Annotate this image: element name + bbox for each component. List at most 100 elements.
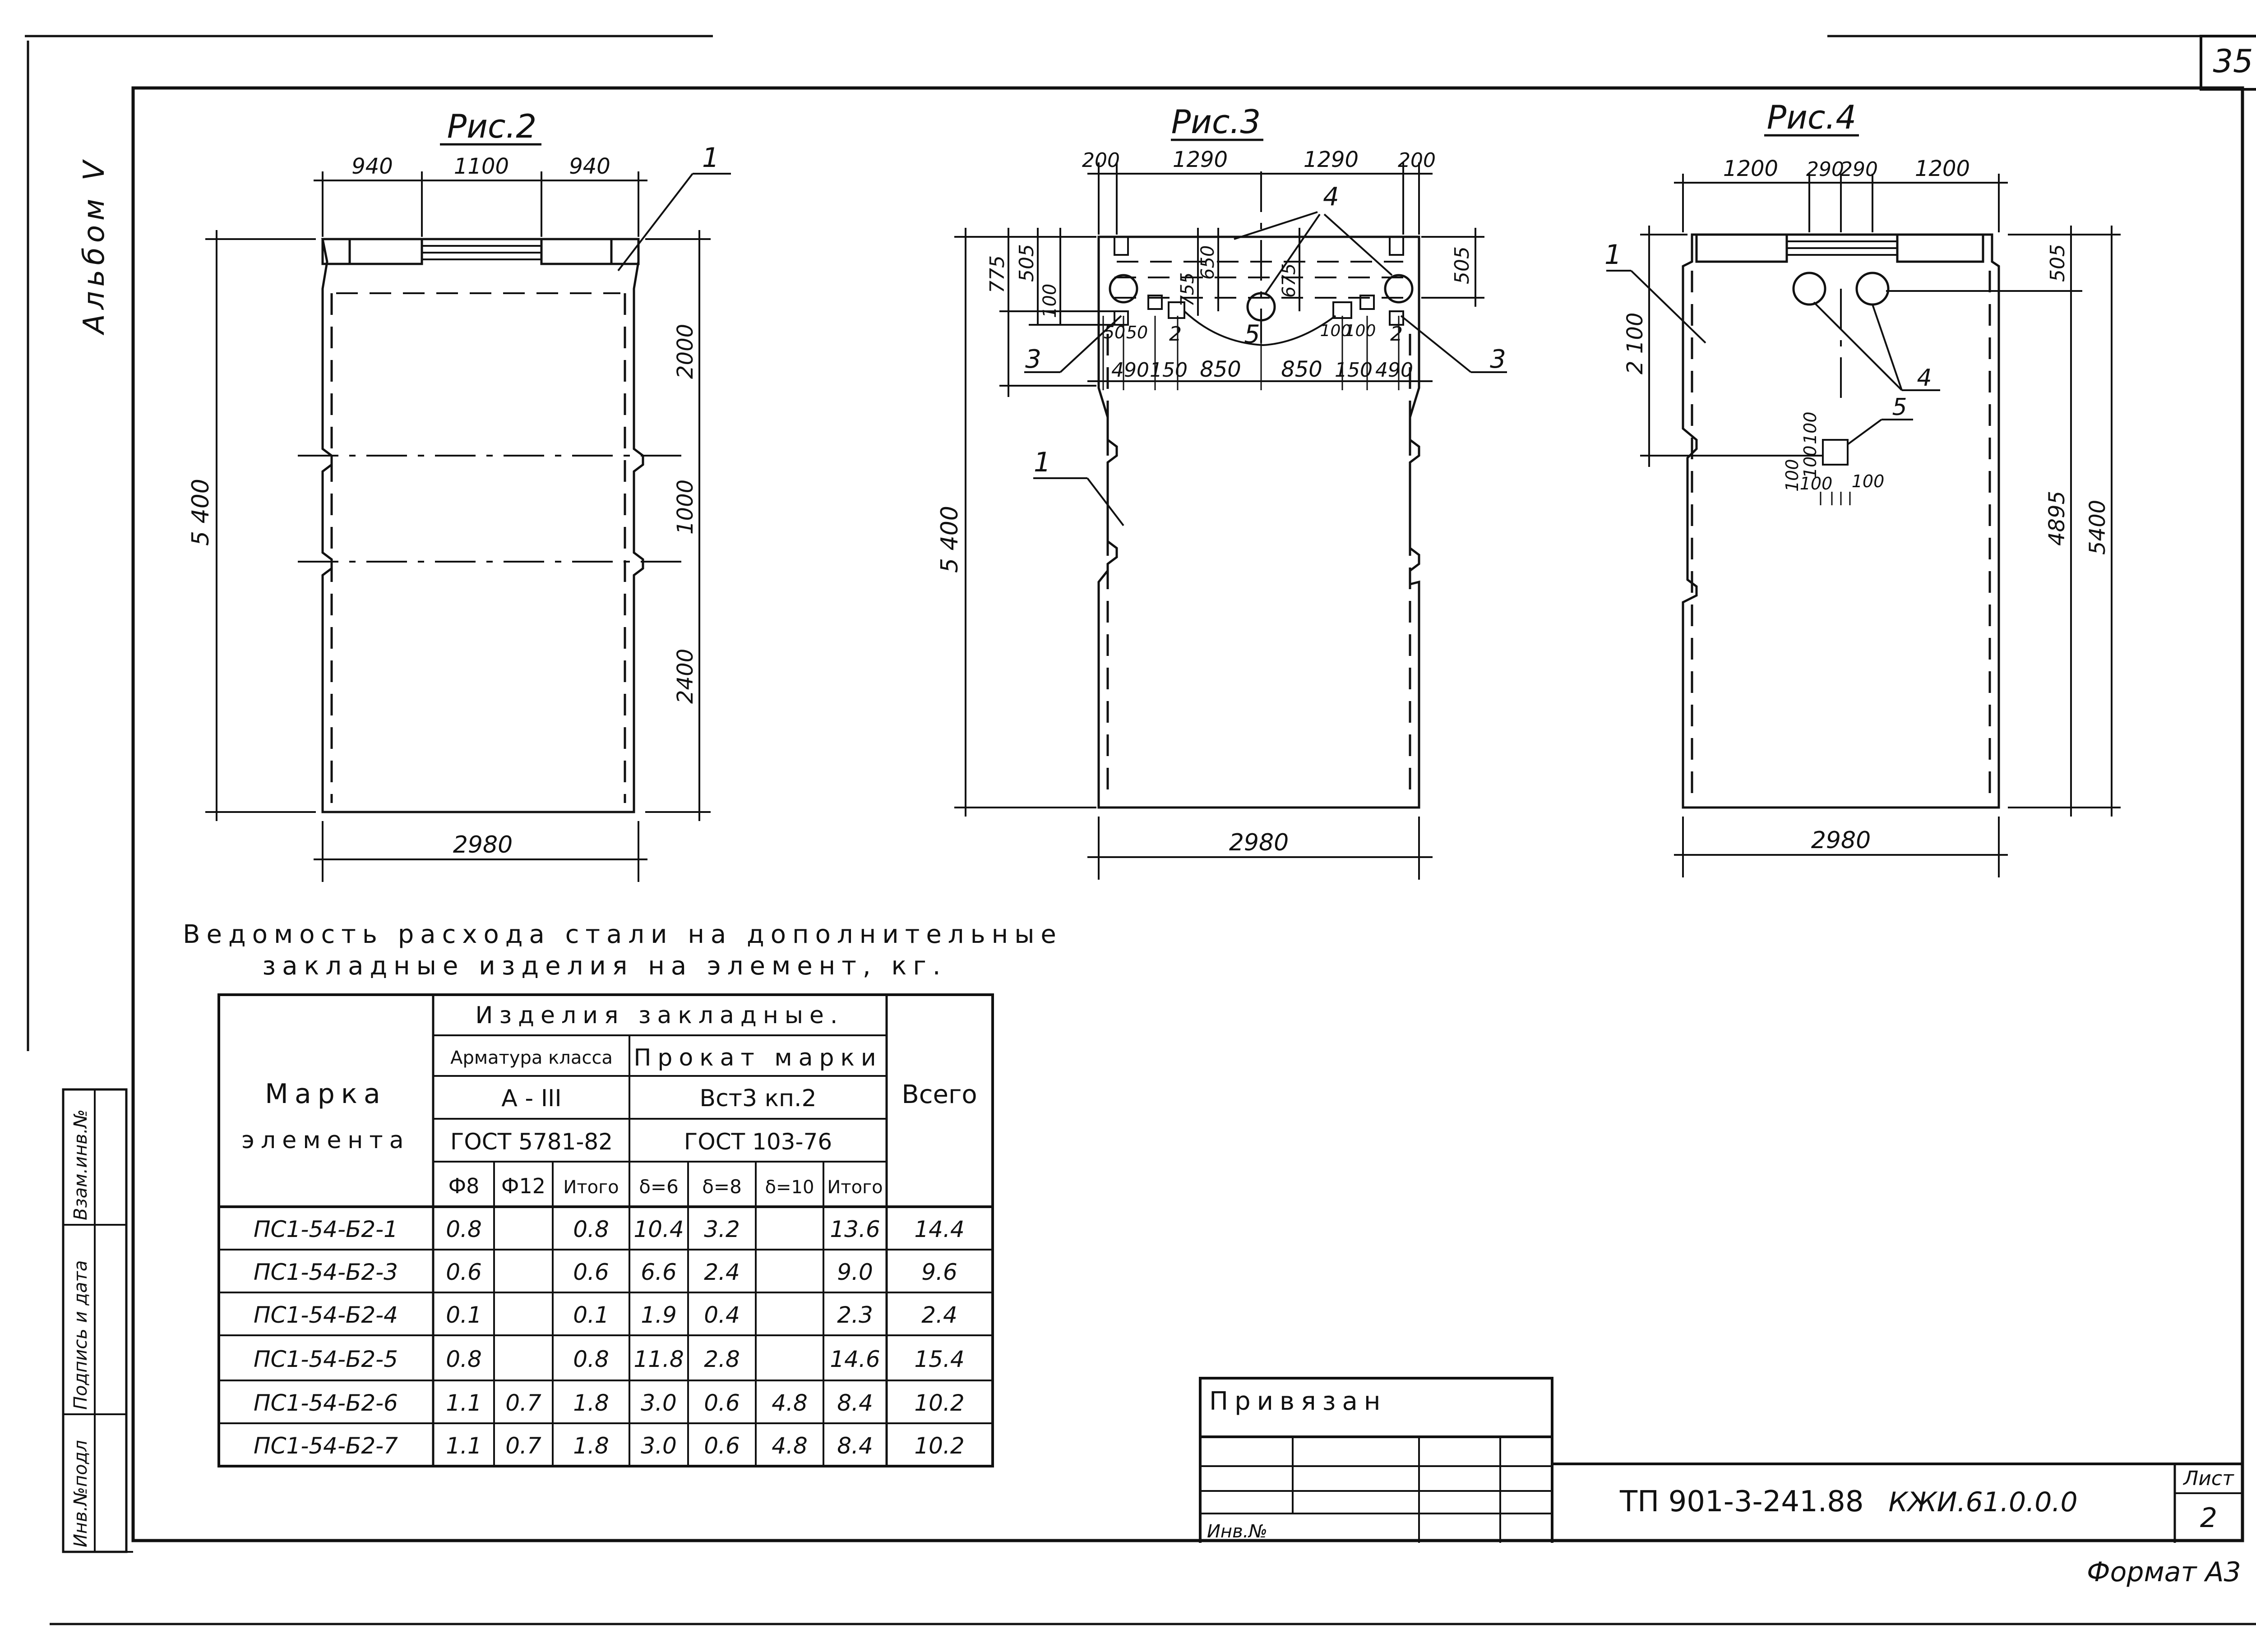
row6-mark: ПС1-54-Б2-7: [254, 1433, 398, 1459]
fig4-dim-top-4: 1200: [1915, 156, 1970, 181]
fig4-label-1: 1: [1604, 239, 1622, 271]
fig3-dim-row-7: 150: [1335, 359, 1373, 382]
th-rebar-grade: А - III: [501, 1085, 561, 1112]
row2-sum1: 0.6: [573, 1259, 609, 1285]
fig2-dim-right-2: 1000: [673, 480, 698, 535]
fig3-dim-row-6: 850: [1281, 357, 1322, 382]
fig2-dim-top-3: 940: [569, 154, 610, 179]
fig4-dim-right-1: 505: [2046, 244, 2069, 282]
fig4-dim-top-3: 290: [1840, 158, 1878, 181]
table-row: ПС1-54-Б2-7 1.1 0.7 1.8 3.0 0.6 4.8 8.4 …: [254, 1433, 965, 1459]
table-row: ПС1-54-Б2-6 1.1 0.7 1.8 3.0 0.6 4.8 8.4 …: [254, 1390, 965, 1416]
fig4-dim-bottom: 2980: [1811, 827, 1871, 854]
row6-sum2: 8.4: [837, 1433, 873, 1459]
row5-f12: 0.7: [505, 1390, 541, 1416]
fig3-label-2b: 2: [1390, 323, 1403, 346]
fig2-dim-right-3: 2400: [673, 649, 698, 704]
row4-total: 15.4: [914, 1346, 964, 1372]
row5-mark: ПС1-54-Б2-6: [254, 1390, 398, 1416]
row6-f8: 1.1: [446, 1433, 482, 1459]
page-number: 35: [2213, 43, 2253, 80]
fig4-dim-small-2: 100: [1800, 445, 1820, 478]
row2-d6: 6.6: [641, 1259, 677, 1285]
fig3-dim-inner-1: 650: [1197, 245, 1218, 280]
fig4: Рис.4 1200 290 290 1200 2 100 1: [1604, 98, 2121, 877]
th-col-sum2: Итого: [827, 1177, 883, 1198]
fig4-dim-top-2: 290: [1806, 158, 1844, 181]
fig4-dim-right-2: 4895: [2044, 491, 2070, 546]
row3-d8: 0.4: [704, 1302, 740, 1328]
row1-d8: 3.2: [704, 1216, 740, 1242]
table-row: ПС1-54-Б2-3 0.6 0.6 6.6 2.4 9.0 9.6: [254, 1259, 957, 1285]
row5-d10: 4.8: [772, 1390, 808, 1416]
fig2-label-1: 1: [702, 142, 719, 174]
row4-mark: ПС1-54-Б2-5: [254, 1346, 398, 1372]
th-embedded: Изделия закладные.: [476, 1002, 844, 1029]
fig2-dim-top-1: 940: [351, 154, 393, 179]
th-col-d6: δ=6: [639, 1176, 679, 1198]
side-label-signature: Подпись и дата: [70, 1260, 91, 1410]
table-caption-line1: Ведомость расхода стали на дополнительны…: [183, 920, 1063, 949]
stamp-sheet-label: Лист: [2182, 1467, 2234, 1490]
fig3-title: Рис.3: [1171, 103, 1261, 141]
fig2-dim-top-2: 1100: [454, 154, 509, 179]
row1-sum2: 13.6: [830, 1216, 880, 1242]
fig3-dim-top-2: 1290: [1173, 147, 1228, 172]
table-caption-line2: закладные изделия на элемент, кг.: [262, 951, 947, 981]
fig3-dim-row-8: 490: [1375, 359, 1413, 382]
th-col-f12: Ф12: [501, 1174, 546, 1198]
fig3-label-1: 1: [1034, 447, 1051, 478]
album-label: Альбом V: [78, 157, 111, 336]
stamp-inv: Инв.№: [1207, 1521, 1267, 1542]
row2-total: 9.6: [921, 1259, 957, 1285]
row2-f8: 0.6: [446, 1259, 482, 1285]
row1-mark: ПС1-54-Б2-1: [254, 1216, 398, 1242]
th-mark: Марка: [265, 1078, 387, 1110]
row6-sum1: 1.8: [573, 1433, 609, 1459]
row1-f8: 0.8: [446, 1216, 482, 1242]
th-rolled: Прокат марки: [633, 1044, 882, 1071]
table-row: ПС1-54-Б2-4 0.1 0.1 1.9 0.4 2.3 2.4: [254, 1302, 957, 1328]
fig3-label-3b: 3: [1490, 345, 1506, 374]
fig3-dim-row-9: 100: [1320, 322, 1351, 340]
stamp-sheet-no: 2: [2200, 1502, 2217, 1534]
fig3-dim-left-1: 775: [986, 255, 1009, 293]
row5-f8: 1.1: [446, 1390, 482, 1416]
side-label-vzam: Взам.инв.№: [70, 1109, 91, 1220]
th-col-sum1: Итого: [563, 1177, 619, 1198]
row1-total: 14.4: [914, 1216, 964, 1242]
th-col-d10: δ=10: [765, 1177, 814, 1198]
steel-table: Ведомость расхода стали на дополнительны…: [183, 920, 1063, 1467]
fig4-dim-small-5: 100: [1852, 471, 1885, 491]
fig4-dim-small-4: 100: [1800, 474, 1833, 494]
sheet-frame: [25, 35, 2256, 1625]
fig2-title: Рис.2: [447, 107, 537, 145]
fig4-dim-left: 2 100: [1623, 313, 1648, 374]
fig3-dim-row-2: 50: [1126, 323, 1148, 342]
th-col-d8: δ=8: [702, 1176, 742, 1198]
fig3-dim-inner-2: 755: [1177, 272, 1198, 307]
th-element: элемента: [241, 1127, 410, 1154]
side-stamp: Инв.№подл Подпись и дата Взам.инв.№: [62, 1088, 128, 1553]
row4-sum1: 0.8: [573, 1346, 609, 1372]
row2-sum2: 9.0: [837, 1259, 873, 1285]
fig2-dim-bottom: 2980: [453, 831, 513, 858]
row4-d8: 2.8: [704, 1346, 740, 1372]
fig2-dim-left: 5 400: [187, 479, 214, 546]
row5-sum2: 8.4: [837, 1390, 873, 1416]
row3-sum2: 2.3: [837, 1302, 873, 1328]
th-rebar-class: Арматура класса: [450, 1047, 613, 1068]
fig3-dim-left-3: 100: [1040, 284, 1060, 318]
row4-d6: 11.8: [633, 1346, 684, 1372]
row5-total: 10.2: [914, 1390, 964, 1416]
table-row: ПС1-54-Б2-5 0.8 0.8 11.8 2.8 14.6 15.4: [254, 1346, 965, 1372]
fig3: Рис.3 200 1290 1290 200: [936, 103, 1507, 880]
fig3-dim-top-4: 200: [1398, 149, 1436, 172]
fig2-dim-right-1: 2000: [673, 324, 698, 379]
row6-f12: 0.7: [505, 1433, 541, 1459]
fig2: Рис.2 940 1100 940 1 2000 1000 2: [187, 107, 731, 882]
row3-d6: 1.9: [641, 1302, 677, 1328]
row6-d6: 3.0: [641, 1433, 677, 1459]
fig3-dim-row-4: 150: [1150, 359, 1188, 382]
row4-sum2: 14.6: [830, 1346, 880, 1372]
